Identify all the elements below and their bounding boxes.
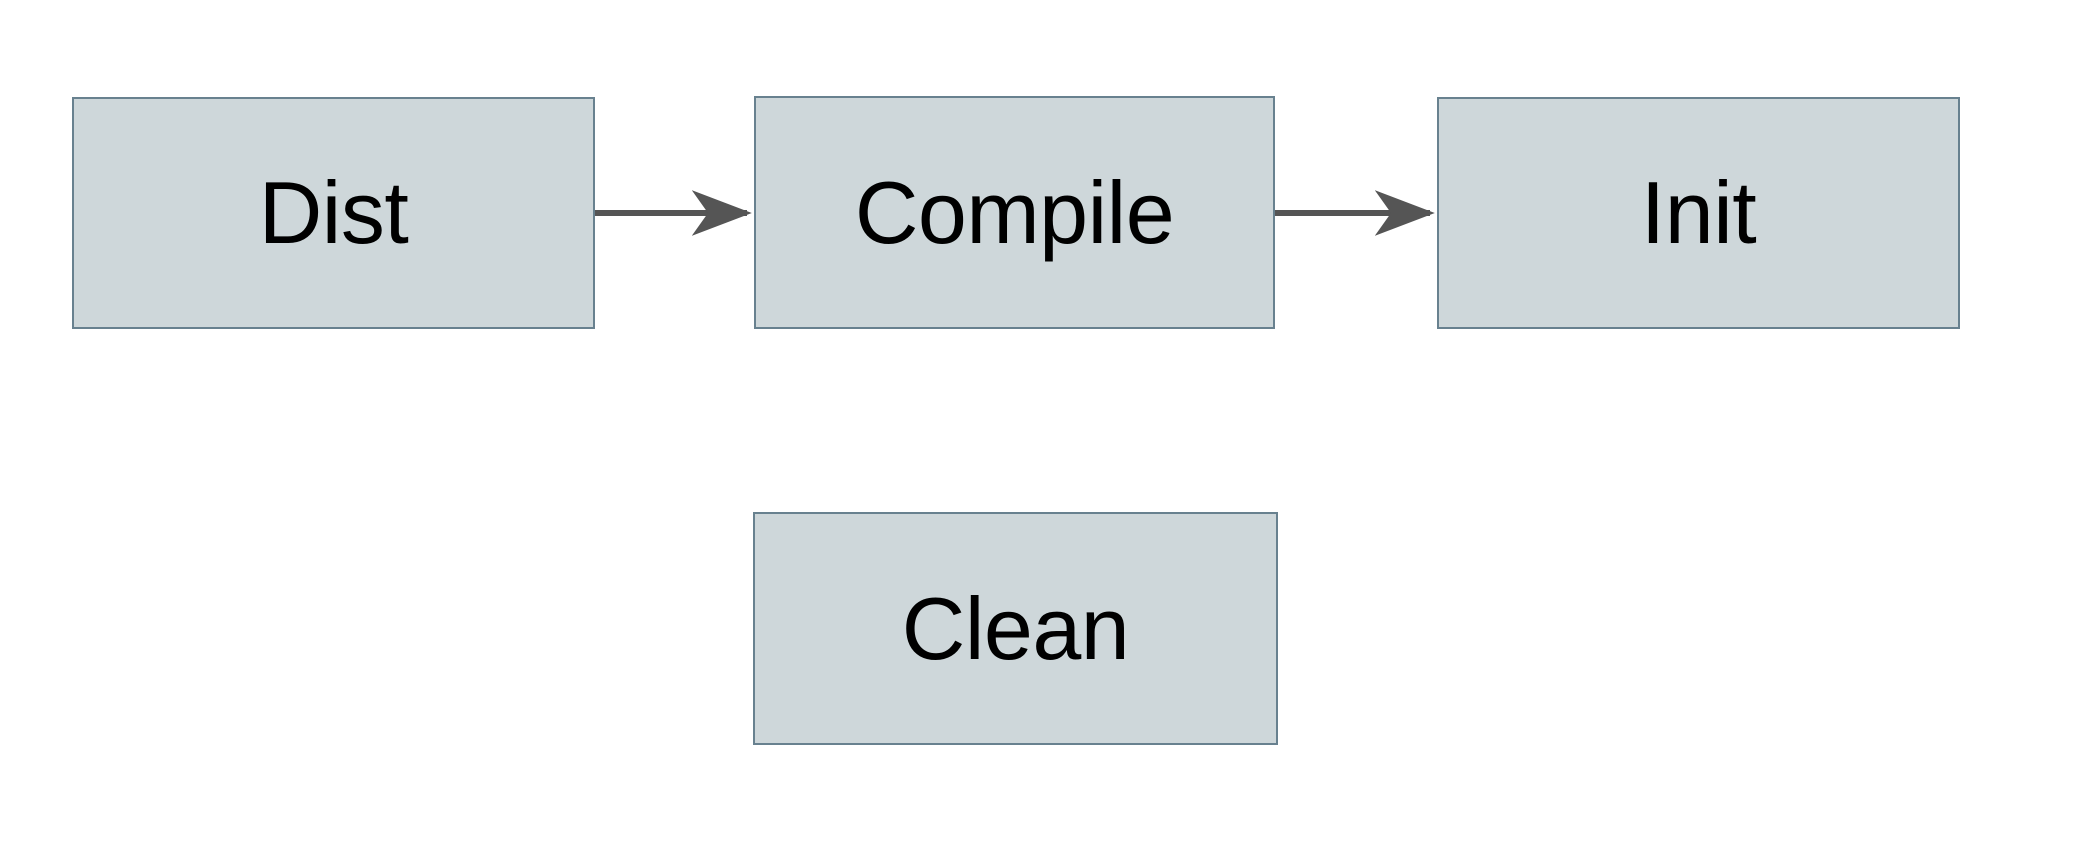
node-compile[interactable]: Compile xyxy=(754,96,1275,329)
node-compile-label: Compile xyxy=(854,162,1175,262)
node-dist-label: Dist xyxy=(258,163,409,262)
node-clean-label: Clean xyxy=(901,578,1130,678)
node-clean[interactable]: Clean xyxy=(753,512,1278,745)
node-init[interactable]: Init xyxy=(1437,97,1960,329)
node-dist[interactable]: Dist xyxy=(72,97,595,329)
node-init-label: Init xyxy=(1640,163,1757,262)
